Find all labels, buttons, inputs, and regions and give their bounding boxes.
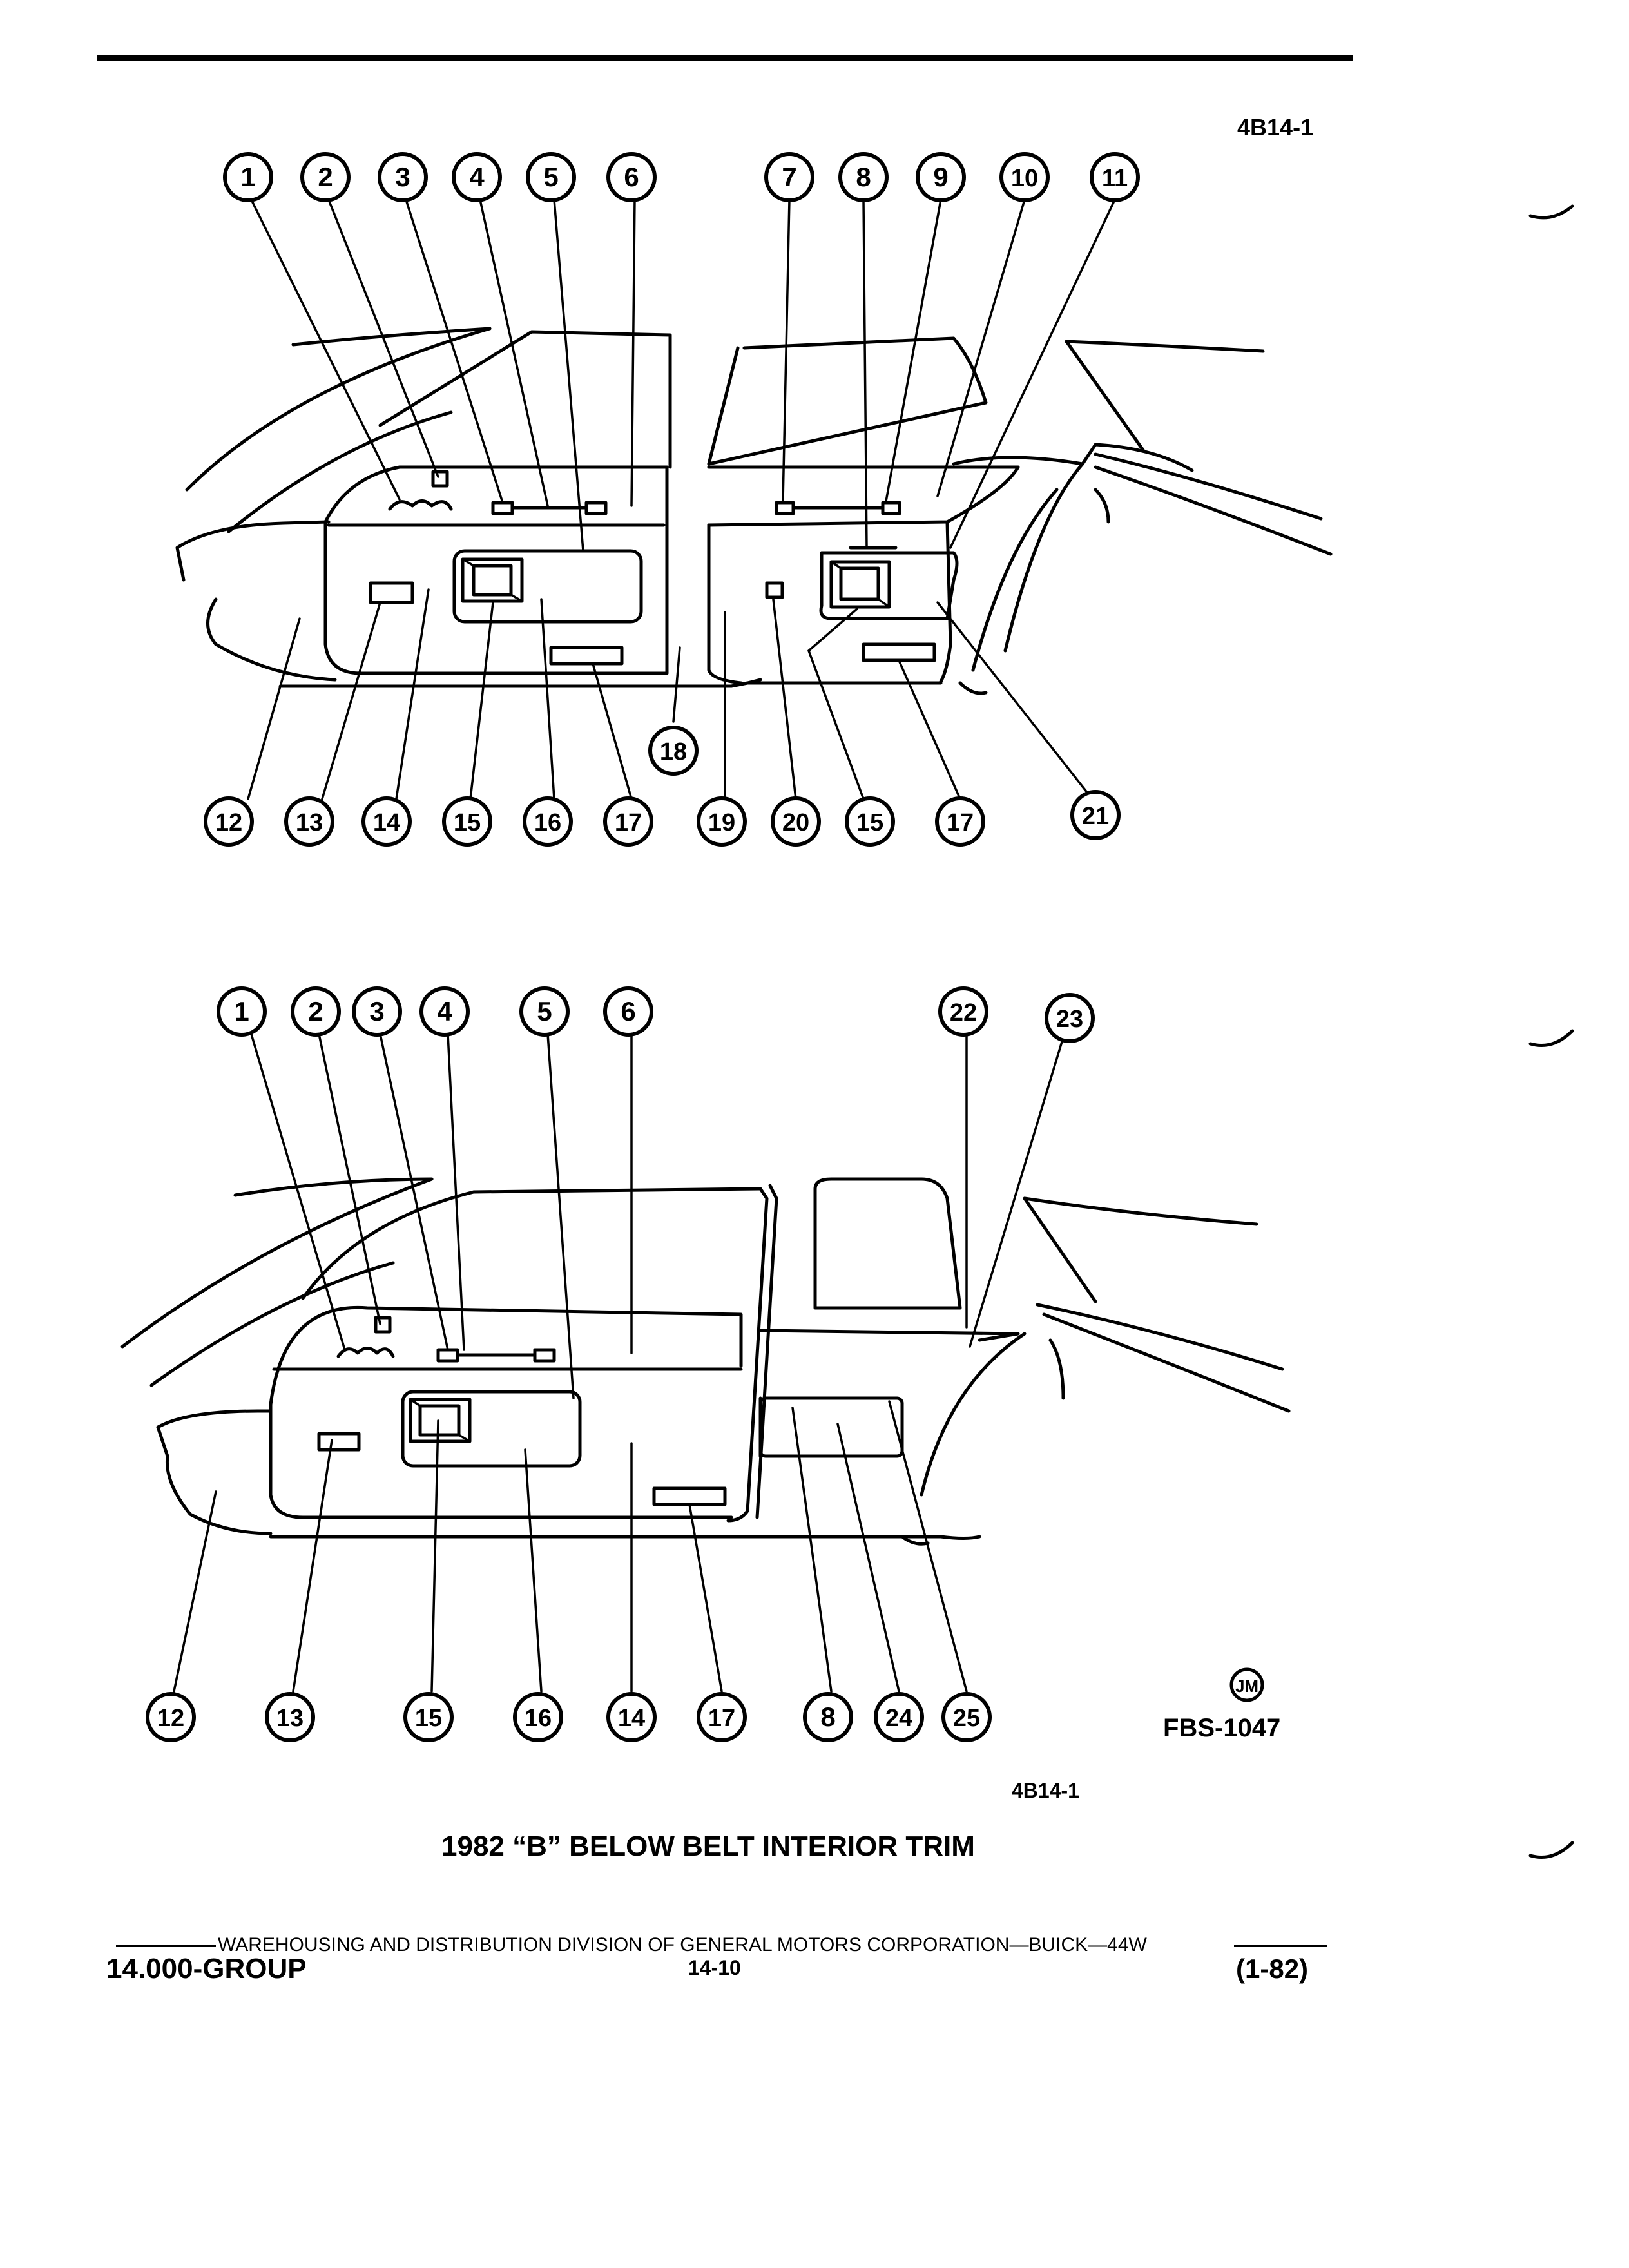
bottom-callout-number-6: 6	[621, 996, 635, 1026]
jm-badge-circle	[1229, 1667, 1264, 1702]
top-callout-circle-6	[606, 152, 657, 202]
top-callout-number-6: 6	[624, 162, 639, 192]
bottom-callout-number-25: 25	[953, 1705, 980, 1732]
top-callout-number-8: 8	[856, 162, 871, 192]
binding-marks	[1528, 204, 1574, 1859]
top-callout-number-4: 4	[469, 162, 485, 192]
top-callout-circle-18	[648, 726, 699, 776]
top-car-drawing	[175, 327, 1333, 695]
bottom-callout-circle-15	[403, 1692, 454, 1742]
bottom-callout-circle-1	[217, 986, 267, 1037]
figure-code-top: 4B14-1	[1237, 114, 1313, 140]
top-callout-circle-8	[838, 152, 889, 202]
top-callout-number-9: 9	[933, 162, 948, 192]
top-callout-number-3: 3	[395, 162, 410, 192]
top-callout-circle-12	[204, 796, 254, 847]
bottom-callout-number-13: 13	[276, 1705, 304, 1732]
top-callout-circle-11	[1090, 152, 1140, 202]
top-callout-number-11: 11	[1102, 165, 1128, 192]
top-callout-number-15: 15	[856, 809, 883, 836]
top-callout-circle-13	[284, 796, 334, 847]
top-callout-circle-20	[771, 796, 821, 847]
top-callout-number-13: 13	[296, 809, 323, 836]
top-callout-circle-1	[223, 152, 273, 202]
top-callout-circle-15	[845, 796, 895, 847]
top-callout-circle-10	[999, 152, 1050, 202]
footer-division-line: WAREHOUSING AND DISTRIBUTION DIVISION OF…	[218, 1934, 1148, 1956]
top-callout-number-2: 2	[318, 162, 333, 192]
top-callout-number-1: 1	[240, 162, 255, 192]
bottom-callout-circle-24	[874, 1692, 924, 1742]
top-callout-number-12: 12	[215, 809, 242, 836]
top-callout-number-15: 15	[454, 809, 481, 836]
footer-page-number: 14-10	[688, 1956, 741, 1979]
bottom-callout-number-23: 23	[1056, 1006, 1083, 1033]
bottom-callout-circle-4	[419, 986, 470, 1037]
bottom-callout-number-8: 8	[820, 1702, 835, 1732]
top-callout-circle-7	[764, 152, 815, 202]
top-callout-circle-3	[378, 152, 428, 202]
bottom-callout-circle-6	[603, 986, 653, 1037]
footer-revision: (1-82)	[1236, 1954, 1308, 1984]
top-callout-number-19: 19	[708, 809, 735, 836]
bottom-callout-circle-17	[697, 1692, 747, 1742]
bottom-callout-number-2: 2	[308, 996, 323, 1026]
top-callout-number-17: 17	[615, 809, 642, 836]
bottom-callout-circle-3	[352, 986, 402, 1037]
top-callout-number-17: 17	[947, 809, 974, 836]
bottom-callout-number-15: 15	[415, 1705, 442, 1732]
bottom-callout-number-14: 14	[618, 1705, 645, 1732]
bottom-callout-circle-8	[803, 1692, 853, 1742]
figure-caption: 1982 “B” BELOW BELT INTERIOR TRIM	[441, 1831, 975, 1862]
top-callout-number-16: 16	[534, 809, 561, 836]
bottom-leader-lines	[173, 1033, 1065, 1693]
top-callout-circle-17	[935, 796, 985, 847]
top-callout-circle-4	[452, 152, 502, 202]
bottom-callout-number-17: 17	[708, 1705, 735, 1732]
bottom-callout-number-4: 4	[437, 996, 452, 1026]
bottom-callout-circle-12	[146, 1692, 196, 1742]
bottom-callout-circle-14	[606, 1692, 657, 1742]
bottom-callout-number-1: 1	[234, 996, 249, 1026]
bottom-car-drawing	[120, 1177, 1291, 1546]
top-callout-number-21: 21	[1082, 803, 1109, 830]
bottom-callout-circle-25	[941, 1692, 992, 1742]
bottom-callout-number-5: 5	[537, 996, 552, 1026]
top-callout-circle-19	[697, 796, 747, 847]
top-callout-circle-2	[300, 152, 351, 202]
figure-code-bottom: 4B14-1	[1012, 1779, 1079, 1802]
bottom-callout-circle-2	[291, 986, 341, 1037]
top-leader-lines	[247, 198, 1116, 800]
top-callout-number-20: 20	[782, 809, 809, 836]
top-callout-number-7: 7	[782, 162, 796, 192]
bottom-callout-number-16: 16	[525, 1705, 552, 1732]
bottom-callout-number-22: 22	[950, 999, 977, 1026]
top-callout-number-5: 5	[543, 162, 558, 192]
top-callout-circle-17	[603, 796, 653, 847]
bottom-callout-number-12: 12	[157, 1705, 184, 1732]
fbs-code: FBS-1047	[1163, 1714, 1280, 1742]
top-callout-number-10: 10	[1011, 165, 1038, 192]
bottom-callout-circle-22	[938, 986, 988, 1037]
footer-group: 14.000-GROUP	[106, 1953, 307, 1984]
top-callout-circle-16	[523, 796, 573, 847]
bottom-callout-number-3: 3	[369, 996, 384, 1026]
jm-badge: JM	[1235, 1677, 1258, 1696]
top-callout-circle-5	[526, 152, 576, 202]
top-callout-circle-21	[1070, 790, 1121, 840]
top-callout-circle-15	[442, 796, 492, 847]
bottom-callout-circle-23	[1045, 993, 1095, 1043]
top-callout-number-18: 18	[660, 738, 687, 765]
bottom-callout-circle-13	[265, 1692, 315, 1742]
bottom-callout-number-24: 24	[885, 1705, 912, 1732]
bottom-callout-circle-16	[513, 1692, 563, 1742]
top-callout-number-14: 14	[373, 809, 400, 836]
top-callout-circle-14	[361, 796, 412, 847]
bottom-callout-circle-5	[519, 986, 570, 1037]
top-callout-circle-9	[916, 152, 966, 202]
